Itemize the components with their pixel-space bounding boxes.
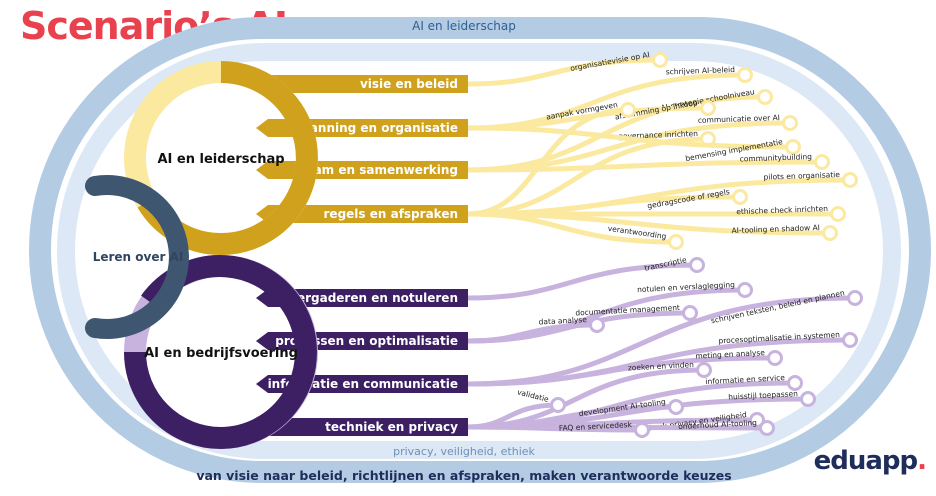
business-item-label: meting en analyse xyxy=(695,348,765,361)
leadership-category-bar xyxy=(268,119,468,137)
leadership-node-dot xyxy=(782,115,798,131)
business-node-dot xyxy=(767,350,783,366)
business-node-dot xyxy=(759,420,775,436)
business-node-dot xyxy=(737,282,753,298)
business-category-label: informatie en communicatie xyxy=(268,377,458,391)
business-node-dot xyxy=(847,290,863,306)
business-category-bar xyxy=(268,332,468,350)
leadership-item-label: communicatie over AI xyxy=(698,113,780,125)
business-item-label: schrijven teksten, beleid en plannen xyxy=(710,288,846,325)
business-branch xyxy=(465,322,600,344)
leadership-node-dot xyxy=(652,52,668,68)
business-item-label: data analyse xyxy=(538,315,587,327)
leadership-category-label: team en samenwerking xyxy=(300,163,458,177)
business-category-arrow xyxy=(256,332,268,350)
learning-hub-ring xyxy=(85,175,189,339)
leadership-node-dot xyxy=(732,189,748,205)
leadership-branch xyxy=(465,159,825,173)
business-branch xyxy=(465,424,645,433)
leadership-item-label: communitybuilding xyxy=(739,152,812,164)
leadership-node-dot xyxy=(814,154,830,170)
leadership-category-arrow xyxy=(256,119,268,137)
leadership-category-bar xyxy=(268,75,468,93)
leadership-hub-label: AI en leiderschap xyxy=(157,152,284,167)
business-node-dot xyxy=(689,257,705,273)
logo-text: eduapp xyxy=(813,446,919,476)
leadership-category-label: regels en afspraken xyxy=(324,207,458,221)
logo-dot: . xyxy=(917,446,927,476)
business-item-label: validatie xyxy=(516,387,550,404)
inner-band-label: privacy, veiligheid, ethiek xyxy=(393,445,535,458)
leadership-node-dot xyxy=(700,100,716,116)
business-category-label: processen en optimalisatie xyxy=(275,334,458,348)
business-branch xyxy=(465,262,700,301)
business-node-dot xyxy=(589,317,605,333)
leadership-node-dot xyxy=(830,206,846,222)
business-item-label: zoeken en vinden xyxy=(628,360,695,372)
leadership-node-dot xyxy=(737,67,753,83)
business-node-dot xyxy=(668,399,684,415)
outer-ring-label: AI en leiderschap xyxy=(412,19,516,33)
outer-ring xyxy=(29,17,931,483)
leadership-branch xyxy=(465,211,679,245)
inner-ring xyxy=(57,43,901,459)
leadership-category-arrow xyxy=(256,161,268,179)
business-category-bar xyxy=(268,418,468,436)
leadership-category-label: planning en organisatie xyxy=(297,121,458,135)
leadership-branch xyxy=(465,107,631,217)
leadership-category-bar xyxy=(268,161,468,179)
leadership-item-label: pilots en organisatie xyxy=(763,170,840,182)
business-category-label: techniek en privacy xyxy=(325,420,458,434)
business-node-dot xyxy=(800,391,816,407)
business-item-label: transcriptie xyxy=(643,255,687,273)
leadership-node-dot xyxy=(785,139,801,155)
leadership-item-label: schrijven AI-beleid xyxy=(666,65,736,76)
leadership-category-label: visie en beleid xyxy=(360,77,458,91)
eduapp-logo: eduapp. xyxy=(813,446,927,476)
business-category-bar xyxy=(268,375,468,393)
business-category-label: vergaderen en notuleren xyxy=(289,291,458,305)
leadership-category-arrow xyxy=(256,205,268,223)
business-node-dot xyxy=(634,422,650,438)
business-node-dot xyxy=(682,305,698,321)
business-item-label: informatie en service xyxy=(705,373,785,386)
leadership-branch xyxy=(465,125,796,150)
leadership-node-dot xyxy=(620,102,636,118)
leadership-item-label: ethische check inrichten xyxy=(736,204,828,216)
business-node-dot xyxy=(550,397,566,413)
business-hub-ring xyxy=(124,255,317,450)
leadership-branch xyxy=(465,57,663,87)
business-node-dot xyxy=(696,362,712,378)
leadership-node-dot xyxy=(668,234,684,250)
business-branch xyxy=(465,355,778,387)
business-node-dot xyxy=(842,332,858,348)
leadership-category-bar xyxy=(268,205,468,223)
business-category-arrow xyxy=(256,289,268,307)
leadership-item-label: governance inrichten xyxy=(618,129,698,141)
leadership-node-dot xyxy=(842,172,858,188)
business-category-arrow xyxy=(256,375,268,393)
business-item-label: onderhoud AI-tooling xyxy=(678,418,757,431)
leadership-item-label: AI-tooling en shadow AI xyxy=(731,223,820,235)
business-hub-label: AI en bedrijfsvoering xyxy=(144,346,298,361)
bottom-caption: van visie naar beleid, richtlijnen en af… xyxy=(196,468,731,483)
leadership-hub-ring xyxy=(137,61,318,255)
business-category-bar xyxy=(268,289,468,307)
business-node-dot xyxy=(787,375,803,391)
learning-hub-label: Leren over AI xyxy=(93,250,184,264)
business-item-label: huisstijl toepassen xyxy=(728,389,798,402)
leadership-node-dot xyxy=(822,225,838,241)
business-item-label: FAQ en servicedesk xyxy=(559,420,633,433)
leadership-branch xyxy=(465,211,833,236)
leadership-node-dot xyxy=(757,89,773,105)
